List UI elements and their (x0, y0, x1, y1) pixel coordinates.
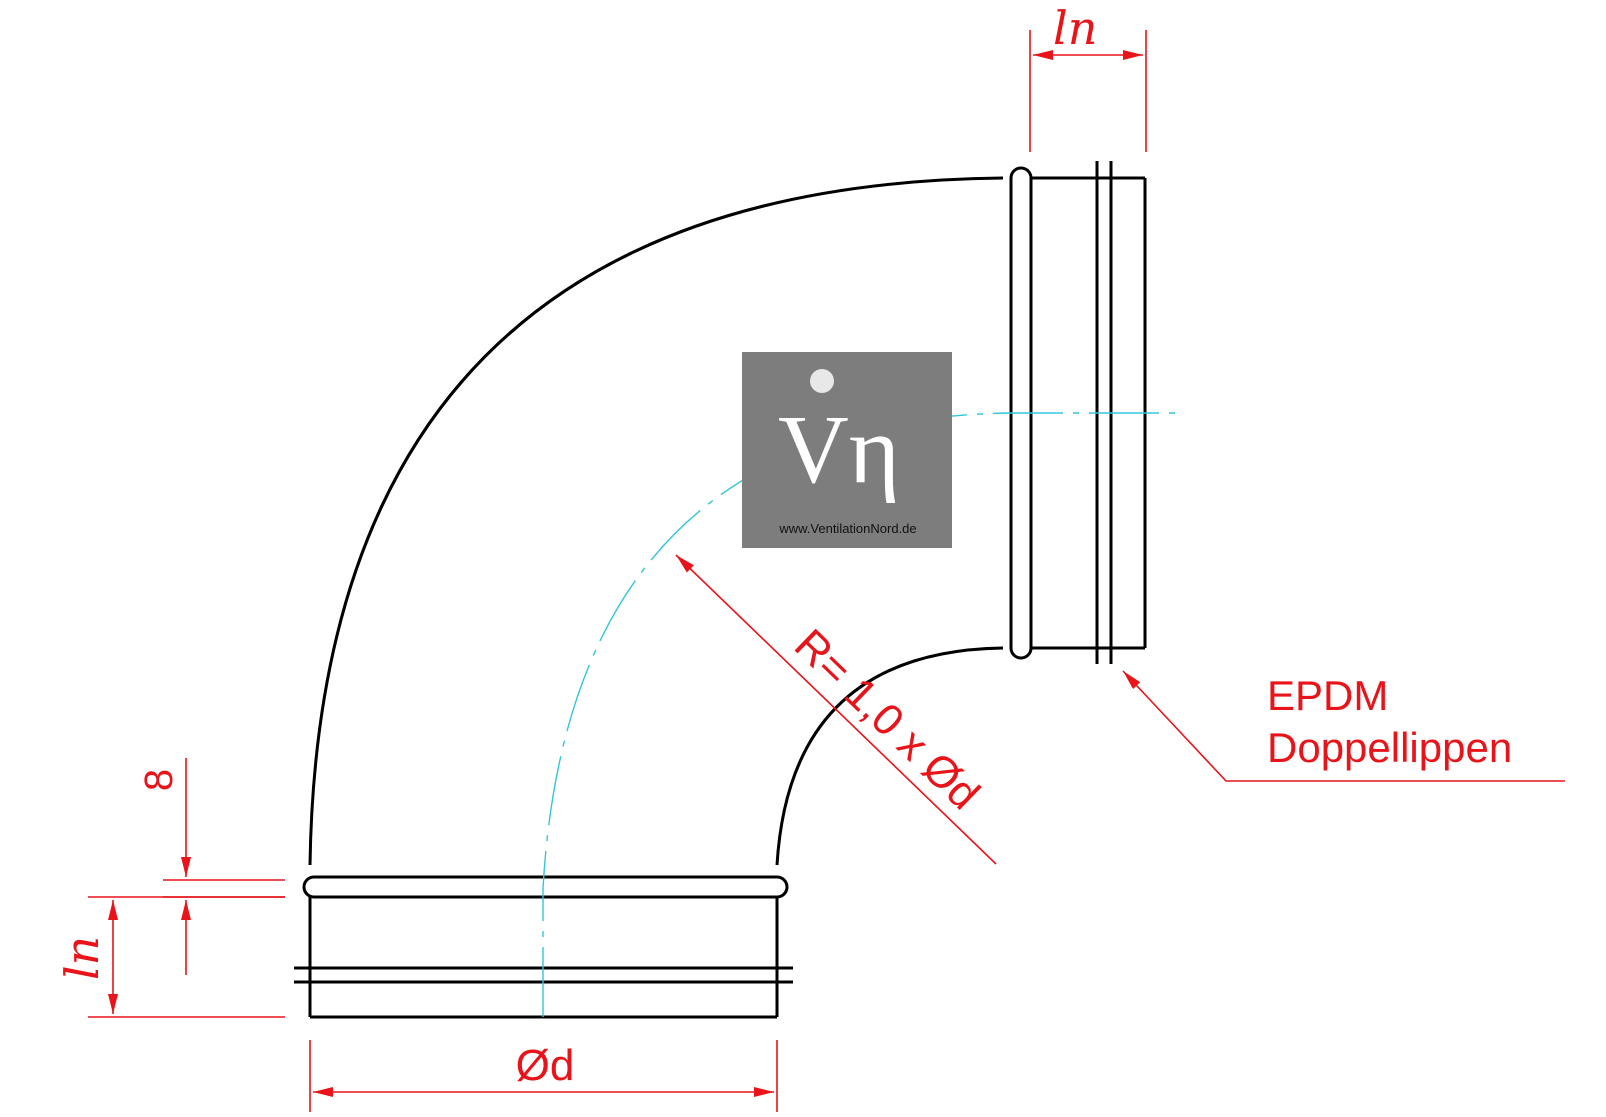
elbow-body (308, 176, 1004, 866)
logo-dot-icon (810, 369, 834, 393)
bottom-bead (302, 875, 789, 899)
label-eight: 8 (137, 769, 181, 791)
label-doppellippen: Doppellippen (1267, 724, 1512, 771)
dim-ln-top (1029, 30, 1147, 152)
dim-od (309, 1040, 778, 1112)
label-od: Ød (516, 1041, 575, 1090)
dim-radius-line (675, 554, 997, 865)
inner-arc (775, 646, 1004, 866)
logo-letters: Vη (778, 396, 900, 504)
logo-url: www.VentilationNord.de (778, 521, 916, 536)
epdm-leader (1122, 670, 1565, 782)
logo-watermark: Vη www.VentilationNord.de (742, 352, 952, 548)
label-ln-left: ln (55, 936, 109, 980)
dim-left (88, 758, 285, 1018)
label-ln-top: ln (1053, 1, 1097, 55)
label-epdm: EPDM (1267, 672, 1388, 719)
outer-arc (308, 176, 1004, 866)
